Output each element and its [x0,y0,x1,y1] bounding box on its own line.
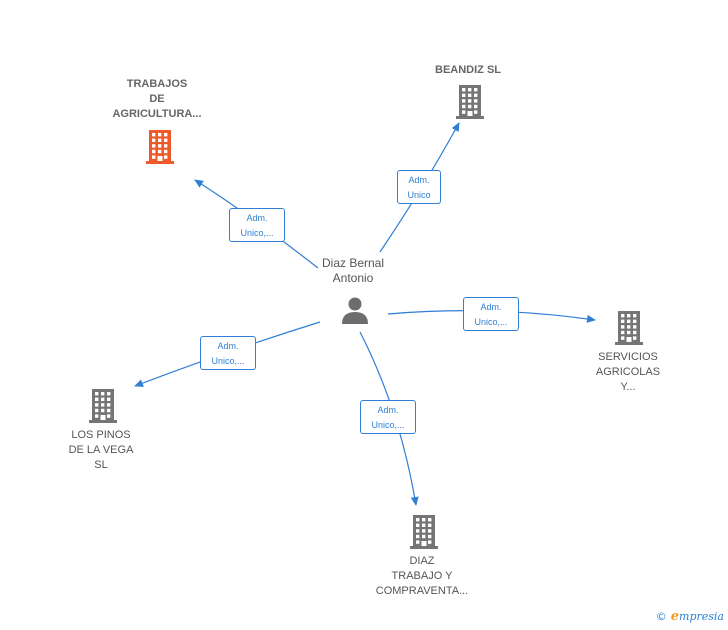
edge-lospinos-line2: Unico,... [211,356,245,366]
trabajos-line1: TRABAJOS [126,78,188,90]
edge-diaz-line2: Unico,... [371,420,405,430]
edge-servicios-line2: Unico,... [474,317,508,327]
building-icon[interactable] [614,310,644,346]
servicios-line1: SERVICIOS [598,351,658,363]
building-icon[interactable] [455,84,485,120]
servicios-line3: Y... [620,381,636,393]
edge-servicios-line1: Adm. [480,302,502,312]
edge-diaz-line1: Adm. [377,405,399,415]
servicios-line2: AGRICOLAS [595,366,661,378]
building-icon[interactable] [145,129,175,165]
edge-lospinos-line1: Adm. [217,341,239,351]
company-label-lospinos[interactable]: LOS PINOS DE LA VEGA SL [69,428,134,473]
brand-initial: e [670,609,680,624]
lospinos-line2: DE LA VEGA [68,444,134,456]
center-person-label[interactable]: Diaz Bernal Antonio [322,256,384,286]
edge-trabajos-line1: Adm. [246,213,268,223]
edge-label-diaz[interactable]: Adm. Unico,... [360,400,416,434]
company-label-diaz[interactable]: DIAZ TRABAJO Y COMPRAVENTA... [376,554,469,599]
company-label-trabajos[interactable]: TRABAJOS DE AGRICULTURA... [112,77,201,122]
person-icon[interactable] [340,296,370,326]
building-icon[interactable] [88,388,118,424]
company-label-beandiz[interactable]: BEANDIZ SL [435,63,501,78]
lospinos-line3: SL [94,459,108,471]
brand-name: mpresia [679,610,724,623]
beandiz-line1: BEANDIZ SL [435,64,501,76]
center-name-line1: Diaz Bernal [321,256,385,270]
trabajos-line2: DE [149,93,165,105]
edge-beandiz-line2: Unico [407,190,431,200]
building-icon[interactable] [409,514,439,550]
company-label-servicios[interactable]: SERVICIOS AGRICOLAS Y... [596,350,660,395]
copyright-symbol: © [655,610,667,623]
diaz-line3: COMPRAVENTA... [375,585,469,597]
edge-trabajos-line2: Unico,... [240,228,274,238]
edge-label-beandiz[interactable]: Adm. Unico [397,170,441,204]
empresia-brand[interactable]: ©empresia [656,609,724,624]
edge-label-servicios[interactable]: Adm. Unico,... [463,297,519,331]
diaz-line1: DIAZ [409,555,435,567]
diaz-line2: TRABAJO Y [391,570,453,582]
trabajos-line3: AGRICULTURA... [112,108,202,120]
edge-label-trabajos[interactable]: Adm. Unico,... [229,208,285,242]
lospinos-line1: LOS PINOS [71,429,131,441]
center-name-line2: Antonio [332,271,374,285]
edge-beandiz-line1: Adm. [408,175,430,185]
edge-label-lospinos[interactable]: Adm. Unico,... [200,336,256,370]
